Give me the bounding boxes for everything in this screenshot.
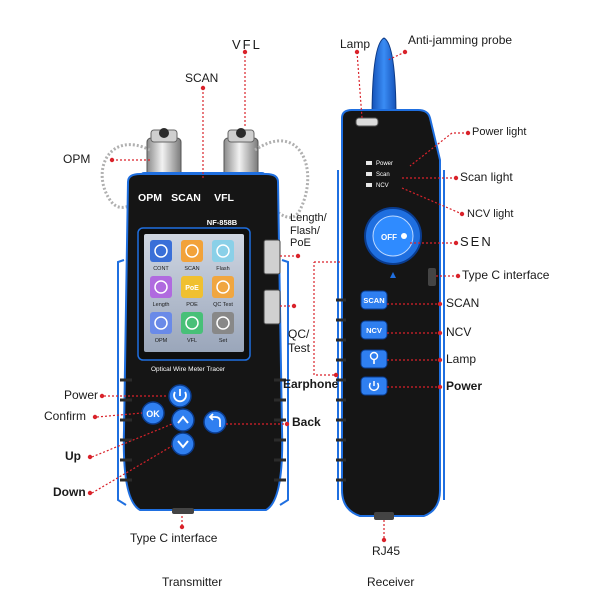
anti-jamming-probe (371, 37, 397, 121)
callout-power-light: Power light (472, 126, 527, 138)
transmitter-device: OPM SCAN VFL NF-858B CONT SCAN FlashLength… (100, 128, 310, 514)
down-button[interactable] (171, 432, 195, 456)
callout-power-transmitter: Power (64, 388, 99, 402)
power-button-transmitter[interactable] (168, 384, 192, 408)
menu-tile-qc-test[interactable]: QC Test (212, 276, 234, 308)
callout-sen: SEN (460, 234, 493, 249)
menu-tile-cont[interactable]: CONT (150, 240, 172, 272)
callout-up: Up (65, 449, 81, 463)
callout-leaders (91, 51, 468, 540)
callout-lamp-receiver: Lamp (446, 352, 477, 366)
menu-tile-label: POE (186, 302, 198, 308)
indicator-label: Power (376, 161, 393, 167)
opm-connector (146, 128, 182, 177)
lamp-button-receiver[interactable] (360, 349, 388, 369)
vfl-icon (185, 316, 199, 330)
ncv-button-label: NCV (366, 326, 382, 335)
menu-tile-label: Length (153, 302, 170, 308)
callout-dots (87, 49, 471, 543)
menu-tile-label: Flash (216, 266, 229, 272)
menu-tile-label: QC Test (213, 302, 233, 308)
ruler-icon (154, 280, 168, 294)
port-label-scan: SCAN (171, 192, 201, 204)
sensitivity-dial[interactable]: OFF (364, 207, 422, 265)
callout-rj45: RJ45 (372, 544, 401, 558)
power-icon (368, 381, 380, 392)
callout-type-c-receiver: Type C interface (462, 268, 550, 282)
back-button[interactable] (203, 410, 227, 434)
ncv-button-receiver[interactable]: NCV (360, 320, 388, 340)
indicator-scan: Scan (366, 172, 390, 178)
scan-button-receiver[interactable]: SCAN (360, 290, 388, 310)
caption-receiver: Receiver (367, 575, 415, 589)
menu-tile-set[interactable]: Set (212, 312, 234, 344)
up-button[interactable] (171, 408, 195, 432)
vfl-connector (223, 128, 259, 177)
gear-icon (216, 316, 230, 330)
scan-button-label: SCAN (363, 296, 384, 305)
indicator-ncv: NCV (366, 183, 389, 189)
ok-button[interactable]: OK (141, 401, 165, 425)
callout-scan-light: Scan light (460, 170, 513, 184)
menu-tile-label: SCAN (184, 266, 199, 272)
power-button-receiver[interactable] (360, 376, 388, 396)
rj45-port-length (263, 239, 281, 275)
menu-tile-flash[interactable]: Flash (212, 240, 234, 272)
ok-button-label: OK (146, 409, 160, 419)
callout-scan: SCAN (185, 71, 219, 85)
rj45-port-receiver (374, 512, 394, 520)
callout-power-receiver: Power (446, 379, 483, 393)
menu-tile-poe[interactable]: PoE POE (181, 276, 203, 308)
indicator-label: NCV (376, 183, 389, 189)
brand-text: Optical Wire Meter Tracer (151, 366, 226, 373)
indicator-power: Power (366, 161, 393, 167)
menu-tile-scan[interactable]: SCAN (181, 240, 203, 272)
indicator-label: Scan (376, 172, 390, 178)
menu-tile-opm[interactable]: OPM (150, 312, 172, 344)
callout-back: Back (292, 415, 321, 429)
rj45-port-qc (263, 289, 281, 325)
menu-tile-label: VFL (187, 338, 197, 344)
type-c-port-receiver (428, 268, 436, 286)
callout-confirm: Confirm (44, 409, 87, 423)
callout-lamp-receiver-top: Lamp (340, 37, 371, 51)
receiver-lamp-lens (355, 117, 379, 127)
callout-earphone: Earphone (283, 377, 339, 391)
callout-length-flash-poe: Length/ Flash/ PoE (290, 212, 327, 250)
type-c-port-transmitter (172, 508, 194, 514)
flash-icon (216, 244, 230, 258)
network-icon (154, 244, 168, 258)
port-label-opm: OPM (138, 192, 162, 204)
callout-type-c-transmitter: Type C interface (130, 531, 218, 545)
menu-tile-length[interactable]: Length (150, 276, 172, 308)
callout-ncv-receiver: NCV (446, 325, 472, 339)
callout-scan-receiver: SCAN (446, 296, 480, 310)
magnifier-icon (185, 244, 199, 258)
caption-transmitter: Transmitter (162, 575, 223, 589)
menu-tile-vfl[interactable]: VFL (181, 312, 203, 344)
callout-ncv-light: NCV light (467, 208, 514, 220)
callout-opm: OPM (63, 152, 91, 166)
qc-test-icon (216, 280, 230, 294)
callout-anti-jamming-probe: Anti-jamming probe (408, 33, 513, 47)
opm-icon (154, 316, 168, 330)
vfl-cap-chain (254, 139, 310, 219)
dial-label: OFF (381, 233, 397, 242)
menu-tile-label: OPM (155, 338, 168, 344)
menu-tile-label: CONT (153, 266, 169, 272)
callout-down: Down (53, 485, 86, 499)
model-number: NF-858B (207, 218, 238, 227)
poe-icon: PoE (185, 285, 199, 292)
port-label-vfl: VFL (214, 192, 234, 204)
callout-qc-test: QC/ Test (288, 327, 311, 355)
callout-vfl: VFL (232, 37, 262, 52)
menu-tile-label: Set (219, 338, 228, 344)
menu-icon-text: PoE (185, 285, 199, 292)
lamp-icon (369, 351, 379, 364)
